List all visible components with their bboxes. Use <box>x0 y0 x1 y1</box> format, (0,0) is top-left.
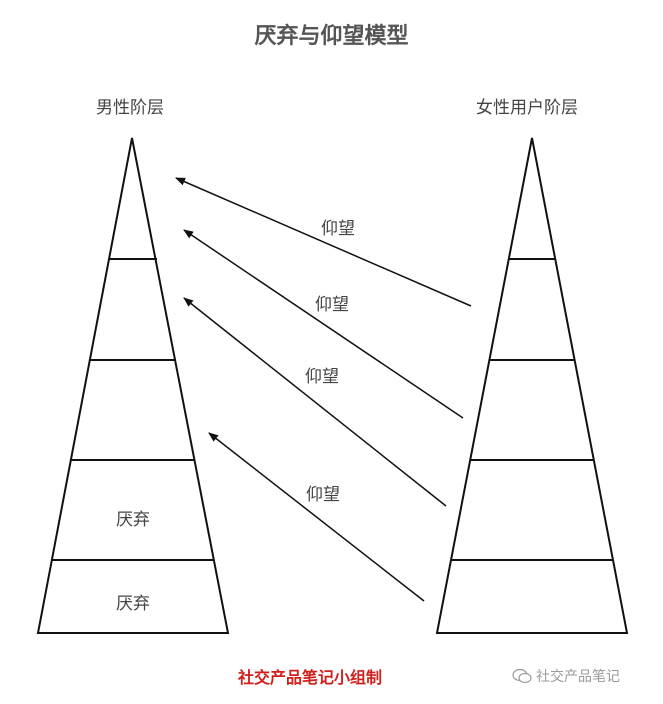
female-hierarchy-label: 女性用户阶层 <box>476 98 578 118</box>
arrow-1 <box>175 177 472 307</box>
arrow-4-label: 仰望 <box>306 485 340 505</box>
female-pyramid <box>435 137 629 634</box>
wechat-icon <box>512 668 532 684</box>
arrow-3 <box>183 297 447 507</box>
male-pyramid-outline <box>36 137 230 634</box>
diagram-title: 厌弃与仰望模型 <box>254 24 409 49</box>
watermark-text: 社交产品笔记 <box>536 669 620 685</box>
arrow-2-label: 仰望 <box>315 295 349 315</box>
admiration-arrows: 仰望 仰望 仰望 仰望 <box>175 177 472 602</box>
arrow-4 <box>208 432 425 602</box>
arrow-1-label: 仰望 <box>321 219 355 239</box>
watermark: 社交产品笔记 <box>512 666 620 686</box>
male-tier-4-label: 厌弃 <box>116 510 150 530</box>
male-tier-5-label: 厌弃 <box>116 594 150 614</box>
female-pyramid-outline <box>435 137 629 634</box>
male-pyramid: 厌弃 厌弃 <box>36 137 230 634</box>
male-hierarchy-label: 男性阶层 <box>96 98 164 118</box>
arrow-3-label: 仰望 <box>305 367 339 387</box>
arrow-2 <box>183 229 464 419</box>
footer-credit: 社交产品笔记小组制 <box>238 668 383 687</box>
